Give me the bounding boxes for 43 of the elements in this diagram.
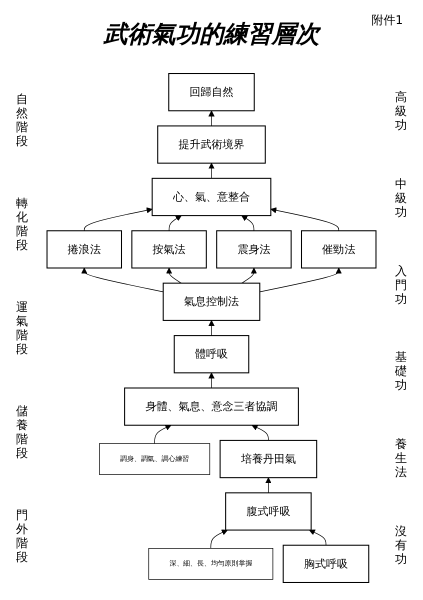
arrow <box>166 268 182 284</box>
arrow <box>208 110 215 126</box>
arrow <box>208 372 215 388</box>
node-box: 催勁法 <box>300 230 376 269</box>
node-box: 震身法 <box>216 230 292 269</box>
stage-label: 儲養階段 <box>16 404 28 460</box>
arrow <box>259 268 342 292</box>
stage-label: 高級功 <box>394 90 408 132</box>
stage-label: 自然階段 <box>16 92 28 148</box>
arrow <box>210 530 228 549</box>
stage-label: 基礎功 <box>394 350 408 392</box>
stage-label: 運氣階段 <box>16 300 28 356</box>
node-box: 按氣法 <box>131 230 207 269</box>
stage-label: 入門功 <box>394 264 408 306</box>
node-box: 回歸自然 <box>168 73 255 112</box>
node-box: 心、氣、意整合 <box>152 178 272 216</box>
arrow <box>81 268 164 292</box>
attachment-label: 附件1 <box>371 12 403 29</box>
stage-label: 中級功 <box>394 176 408 219</box>
node-box: 氣息控制法 <box>162 282 260 321</box>
arrow <box>252 424 269 441</box>
arrow <box>241 215 254 232</box>
node-box: 體呼吸 <box>174 335 250 374</box>
node-box: 培養丹田氣 <box>220 440 318 478</box>
arrow <box>270 207 340 232</box>
node-box: 身體、氣息、意念三者協調 <box>124 387 299 426</box>
node-box: 捲浪法 <box>46 230 122 269</box>
node-box: 腹式呼吸 <box>225 492 312 531</box>
arrow <box>265 477 272 494</box>
arrow <box>154 424 172 444</box>
stage-label: 沒有功 <box>394 524 408 566</box>
node-box: 提升武術境界 <box>157 125 266 164</box>
arrow <box>168 215 182 232</box>
arrow <box>208 162 215 179</box>
arrow <box>208 320 215 336</box>
title: 武術氣功的練習層次 <box>104 18 320 50</box>
stage-label: 養生法 <box>394 436 408 479</box>
arrow <box>309 530 326 546</box>
arrow <box>84 207 152 232</box>
arrow <box>241 268 257 284</box>
stage-label: 門外階段 <box>16 508 28 564</box>
stage-label: 轉化階段 <box>16 196 28 252</box>
node-box: 胸式呼吸 <box>282 544 370 583</box>
